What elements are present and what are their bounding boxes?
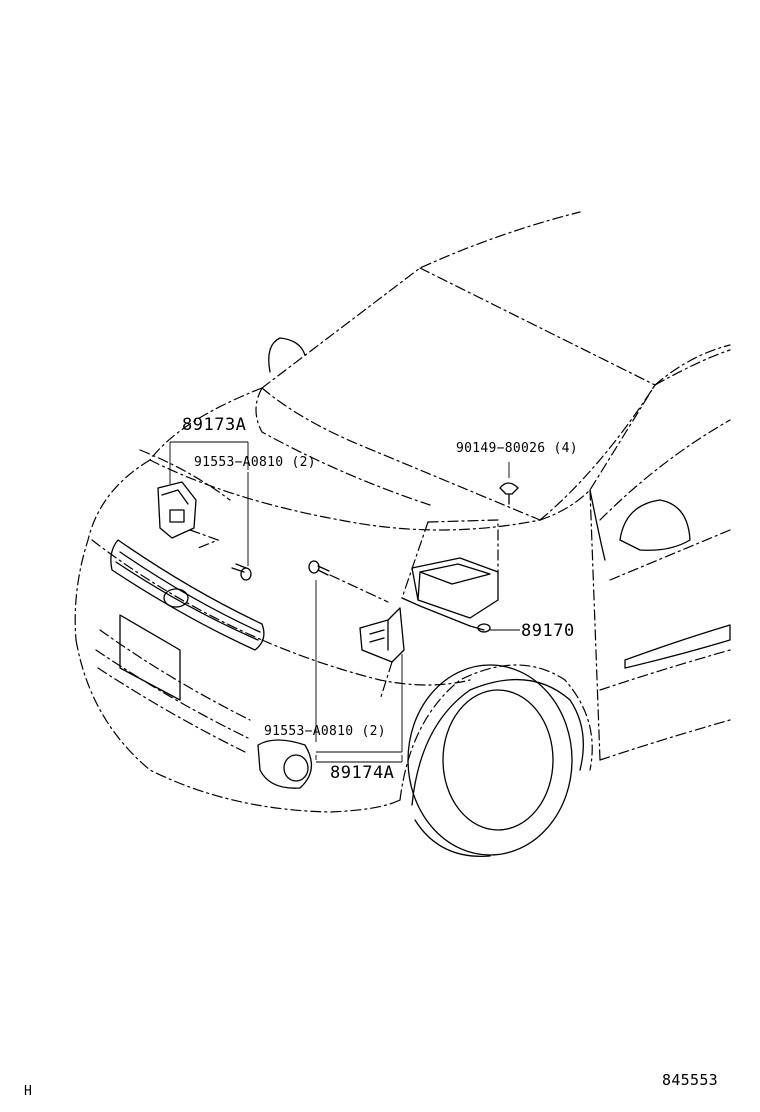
- leader-lines: [169, 441, 520, 763]
- part-number-90149: 90149−80026 (4): [456, 441, 578, 456]
- hood-outline: [149, 387, 541, 531]
- part-number-89173A: 89173A: [182, 415, 247, 435]
- part-number-91553-bottom: 91553−A0810 (2): [264, 724, 386, 739]
- part-number-89174A: 89174A: [330, 763, 395, 783]
- windshield-outline: [261, 211, 731, 521]
- front-sensor-right: [359, 607, 405, 701]
- wheel-and-fender: [399, 664, 593, 858]
- bolt-left: [231, 563, 252, 581]
- front-sensor-left: [157, 481, 220, 549]
- airbag-ecu: [401, 519, 499, 633]
- front-body-outline: [74, 449, 471, 813]
- illustration-number: 845553: [662, 1071, 718, 1089]
- part-number-89170: 89170: [521, 621, 575, 641]
- clip-screw: [499, 482, 519, 505]
- side-body-outline: [539, 349, 731, 761]
- part-number-91553-top: 91553−A0810 (2): [194, 455, 316, 470]
- bolt-right: [308, 560, 389, 603]
- corner-mark: H: [24, 1084, 33, 1099]
